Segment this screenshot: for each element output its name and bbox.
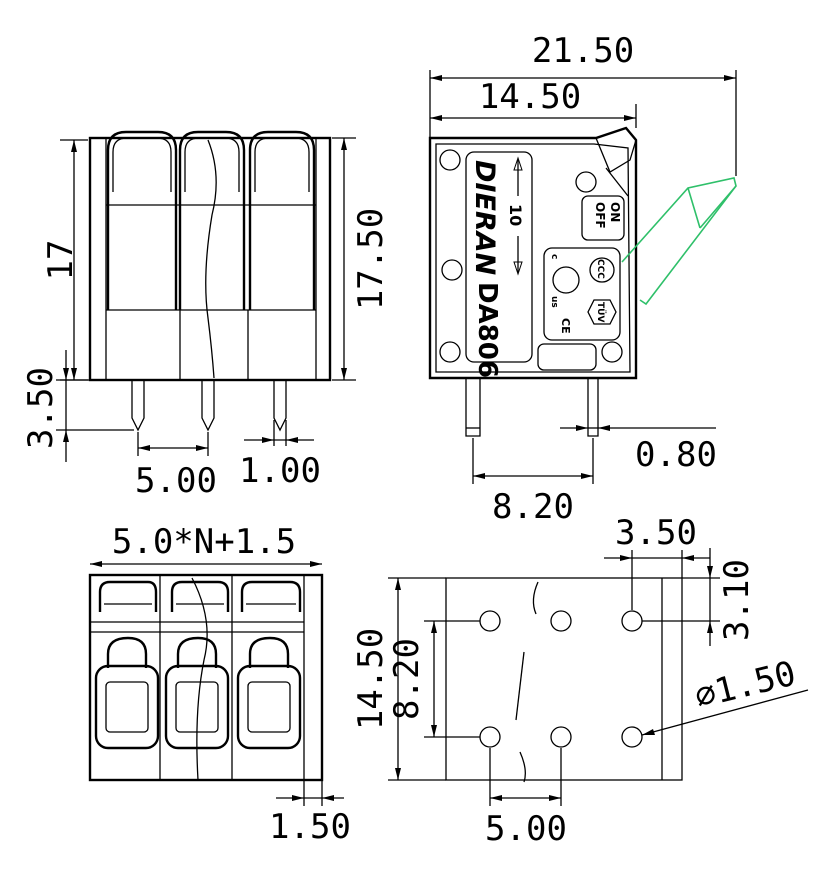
- top-view-body: [88, 573, 324, 782]
- dim-height-body: 17: [41, 240, 81, 281]
- ce-mark-label: CE: [559, 318, 572, 334]
- pin: [465, 378, 481, 437]
- dim-edge-offset: 1.50: [269, 807, 351, 847]
- pcb-hole: [479, 610, 501, 632]
- on-off-indicator: [581, 195, 625, 241]
- spring-contact: [178, 130, 246, 310]
- front-view: DIERAN DA806 10 ON OFF c us CCC TÜV CE: [428, 31, 737, 527]
- pcb-layout: 14.50 8.20 3.50 3.10 ∅1.50 5.00: [351, 513, 809, 849]
- ul-mark-icon: [552, 266, 580, 294]
- side-view: 17 17.50 3.50 5.00 1.00: [21, 130, 391, 501]
- spring-contact: [106, 130, 178, 310]
- dim-pin-spacing: 8.20: [492, 487, 574, 527]
- wire-entry: [106, 636, 148, 668]
- brand-name: DIERAN: [469, 160, 500, 276]
- dim-pin-length: 3.50: [21, 367, 61, 449]
- ul-c-label: c: [549, 254, 559, 259]
- side-view-body: [88, 136, 332, 382]
- wire-entry: [248, 636, 290, 668]
- dim-row-spacing: 8.20: [387, 638, 427, 720]
- pcb-hole: [479, 726, 501, 748]
- tuv-label: TÜV: [595, 302, 606, 322]
- dim-pcb-depth: 14.50: [351, 628, 391, 730]
- switch-off-label: OFF: [593, 202, 607, 229]
- pcb-footprint: [445, 577, 683, 781]
- pcb-hole: [550, 726, 572, 748]
- model-number: DA806: [472, 282, 502, 378]
- pcb-hole: [621, 726, 643, 748]
- strip-length-label: 10: [506, 204, 525, 226]
- dim-hole-offset-x: 3.50: [615, 513, 697, 553]
- pin: [131, 380, 145, 432]
- dim-pitch: 5.00: [135, 461, 217, 501]
- pin: [587, 378, 599, 437]
- dim-body-width: 14.50: [479, 77, 581, 117]
- pcb-hole: [550, 610, 572, 632]
- certification-panel: [543, 247, 621, 341]
- pcb-hole: [621, 610, 643, 632]
- switch-on-label: ON: [608, 202, 622, 222]
- dim-overall-width: 21.50: [532, 31, 634, 71]
- wire-entry: [94, 664, 160, 750]
- dim-width-formula: 5.0*N+1.5: [112, 522, 296, 562]
- pin: [273, 380, 287, 432]
- ul-us-label: us: [549, 296, 559, 308]
- lever-open-position: [621, 177, 737, 306]
- dim-height-total: 17.50: [351, 208, 391, 310]
- ccc-mark-icon: [589, 257, 615, 283]
- dim-hole-offset-y: 3.10: [717, 559, 757, 641]
- wire-entry: [176, 636, 218, 668]
- dim-pin-thickness: 0.80: [635, 435, 717, 475]
- wire-entry: [236, 664, 302, 750]
- tuv-mark-icon: [587, 299, 617, 325]
- dim-pcb-pitch: 5.00: [485, 809, 567, 849]
- ccc-label: CCC: [595, 259, 605, 279]
- dim-pin-width: 1.00: [239, 451, 321, 491]
- pin: [201, 380, 215, 432]
- spring-contact: [248, 130, 316, 310]
- top-view: 5.0*N+1.5 1.50: [88, 522, 351, 847]
